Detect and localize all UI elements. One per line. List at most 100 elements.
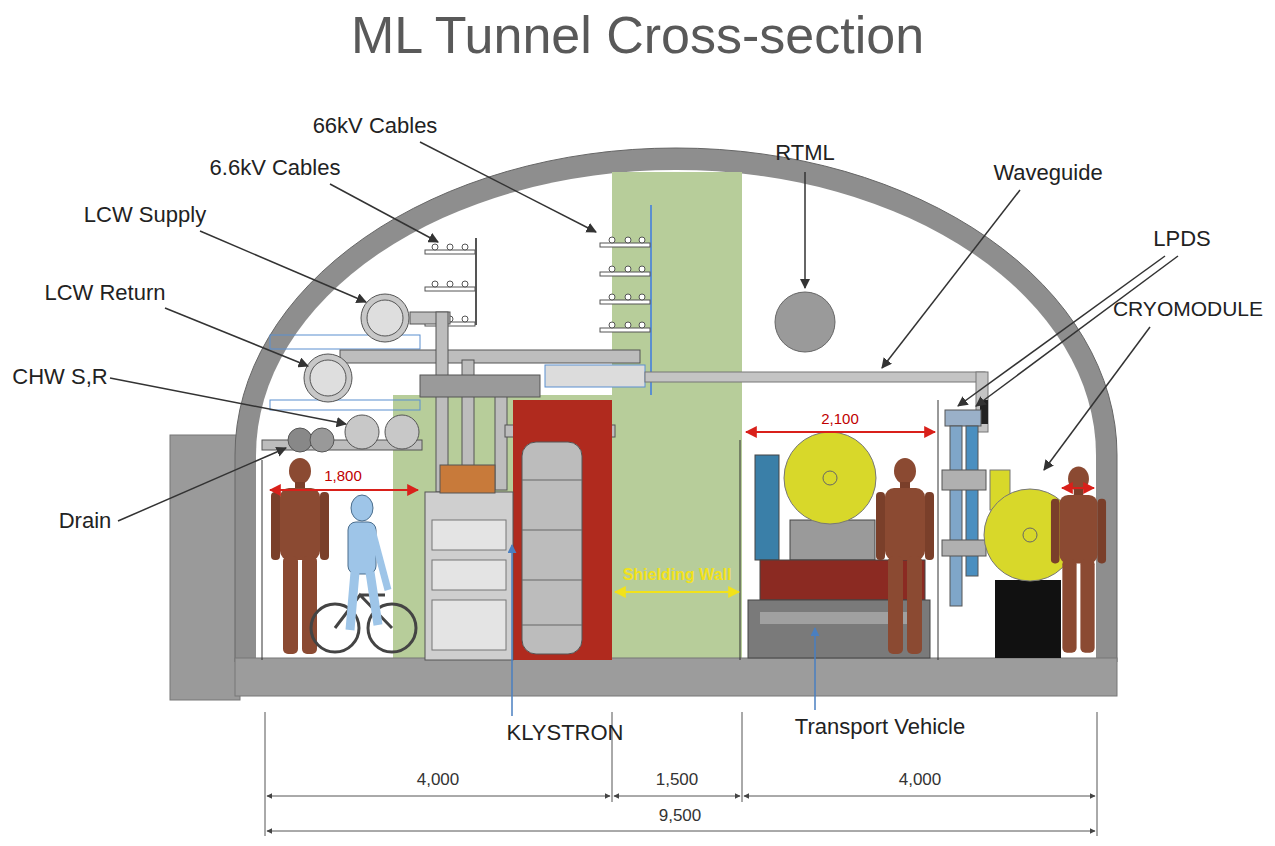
- klystron-top: [440, 465, 495, 493]
- pipe-flange: [367, 300, 403, 336]
- leader-line: [958, 256, 1165, 406]
- lpds-column: [950, 426, 962, 606]
- person-figure: [1051, 467, 1106, 653]
- tray: [425, 250, 475, 254]
- cyclist-legs: [350, 572, 378, 630]
- cable: [625, 237, 631, 243]
- cyclist-arm: [372, 530, 388, 590]
- cable: [447, 281, 453, 287]
- cryomodule-port: [823, 471, 837, 485]
- cyclist-head: [351, 495, 373, 521]
- leader-line: [420, 142, 596, 232]
- tunnel-interior: [256, 170, 1096, 662]
- cable: [609, 294, 615, 300]
- callout-label: Waveguide: [993, 160, 1102, 185]
- cryomodule-stand: [995, 580, 1061, 658]
- clearance-line: [262, 460, 263, 660]
- cable: [625, 266, 631, 272]
- leader-line: [814, 628, 816, 710]
- cryomodule-port: [1023, 528, 1037, 542]
- tank-rib: [522, 530, 582, 531]
- dimension-tick: [265, 712, 266, 836]
- lpds-part: [942, 540, 986, 556]
- pipe-support: [270, 400, 420, 410]
- dimension-arrow: [1062, 487, 1094, 489]
- cyclist-body: [348, 522, 376, 574]
- chw-pipe: [345, 415, 379, 449]
- dimension-tick: [1097, 712, 1098, 836]
- cable: [625, 294, 631, 300]
- klystron-panel: [513, 400, 612, 660]
- cabinet-panel: [432, 560, 506, 590]
- modulator-cabinet: [425, 492, 513, 660]
- cable: [639, 294, 645, 300]
- clearance-line: [740, 440, 741, 660]
- dimension-label: 4,000: [899, 770, 942, 790]
- lcw-supply-pipe: [361, 294, 409, 342]
- leader-line: [804, 172, 806, 288]
- klystron: [425, 400, 612, 660]
- callout-label: KLYSTRON: [507, 720, 624, 745]
- waveguide: [645, 372, 985, 382]
- dimension-label: 2,100: [821, 410, 859, 427]
- leader-line: [882, 190, 1020, 368]
- leader-line: [1044, 327, 1150, 470]
- callout-label: 6.6kV Cables: [210, 155, 341, 180]
- lpds-part: [942, 470, 986, 490]
- callout-label: RTML: [775, 140, 835, 165]
- dimension-tick: [742, 712, 743, 802]
- shielding-label: Shielding Wall: [623, 566, 732, 584]
- leader-line: [118, 448, 286, 521]
- dimension-line: [267, 831, 1095, 832]
- clearance-line: [938, 400, 939, 660]
- title: ML Tunnel Cross-section: [0, 6, 1275, 66]
- dimension-lines: [265, 712, 1097, 836]
- cable: [609, 322, 615, 328]
- rtml-beamline: [775, 292, 835, 352]
- cabinet-panel: [432, 520, 506, 550]
- leader-line: [110, 378, 346, 424]
- drain-fitting: [310, 428, 334, 452]
- side-structure: [170, 435, 240, 700]
- cradle: [790, 520, 875, 560]
- klystron-tank: [522, 442, 582, 654]
- pipe-manifold: [420, 375, 540, 397]
- callout-label: 66kV Cables: [313, 113, 438, 138]
- callout-label: LCW Supply: [84, 202, 206, 227]
- waveguide-coupler: [545, 365, 645, 387]
- cable: [639, 237, 645, 243]
- leader-line: [330, 184, 438, 242]
- dimension-label: 4,000: [417, 770, 460, 790]
- dimension-arrow: [270, 489, 418, 491]
- tray: [425, 287, 475, 291]
- pipe-flange: [310, 360, 346, 396]
- cable: [462, 244, 468, 250]
- dimension-label: 1,500: [656, 770, 699, 790]
- tank-rib: [522, 625, 582, 626]
- person-figure: [271, 458, 329, 654]
- tunnel-arch: [235, 148, 1117, 662]
- tank-rib: [522, 580, 582, 581]
- cable: [462, 281, 468, 287]
- tray: [600, 300, 650, 304]
- shielding-arrow: [615, 591, 739, 593]
- chw-pipe: [385, 415, 419, 449]
- callout-label: Drain: [59, 508, 112, 533]
- dimension-line: [614, 796, 740, 797]
- leader-line: [165, 308, 308, 366]
- callout-label: LPDS: [1153, 226, 1210, 251]
- tray: [600, 328, 650, 332]
- dimension-line: [744, 796, 1095, 797]
- pipe: [340, 350, 640, 363]
- cable: [432, 244, 438, 250]
- lpds-part: [945, 410, 981, 426]
- dimension-label: 1,800: [324, 467, 362, 484]
- cable: [609, 266, 615, 272]
- callout-label: CHW S,R: [12, 364, 107, 389]
- cryomodule-vessel: [784, 432, 876, 524]
- cyclist: [311, 495, 416, 652]
- tray: [600, 243, 650, 247]
- cable: [639, 322, 645, 328]
- cabinet-panel: [432, 600, 506, 650]
- dimension-arrow: [746, 431, 935, 433]
